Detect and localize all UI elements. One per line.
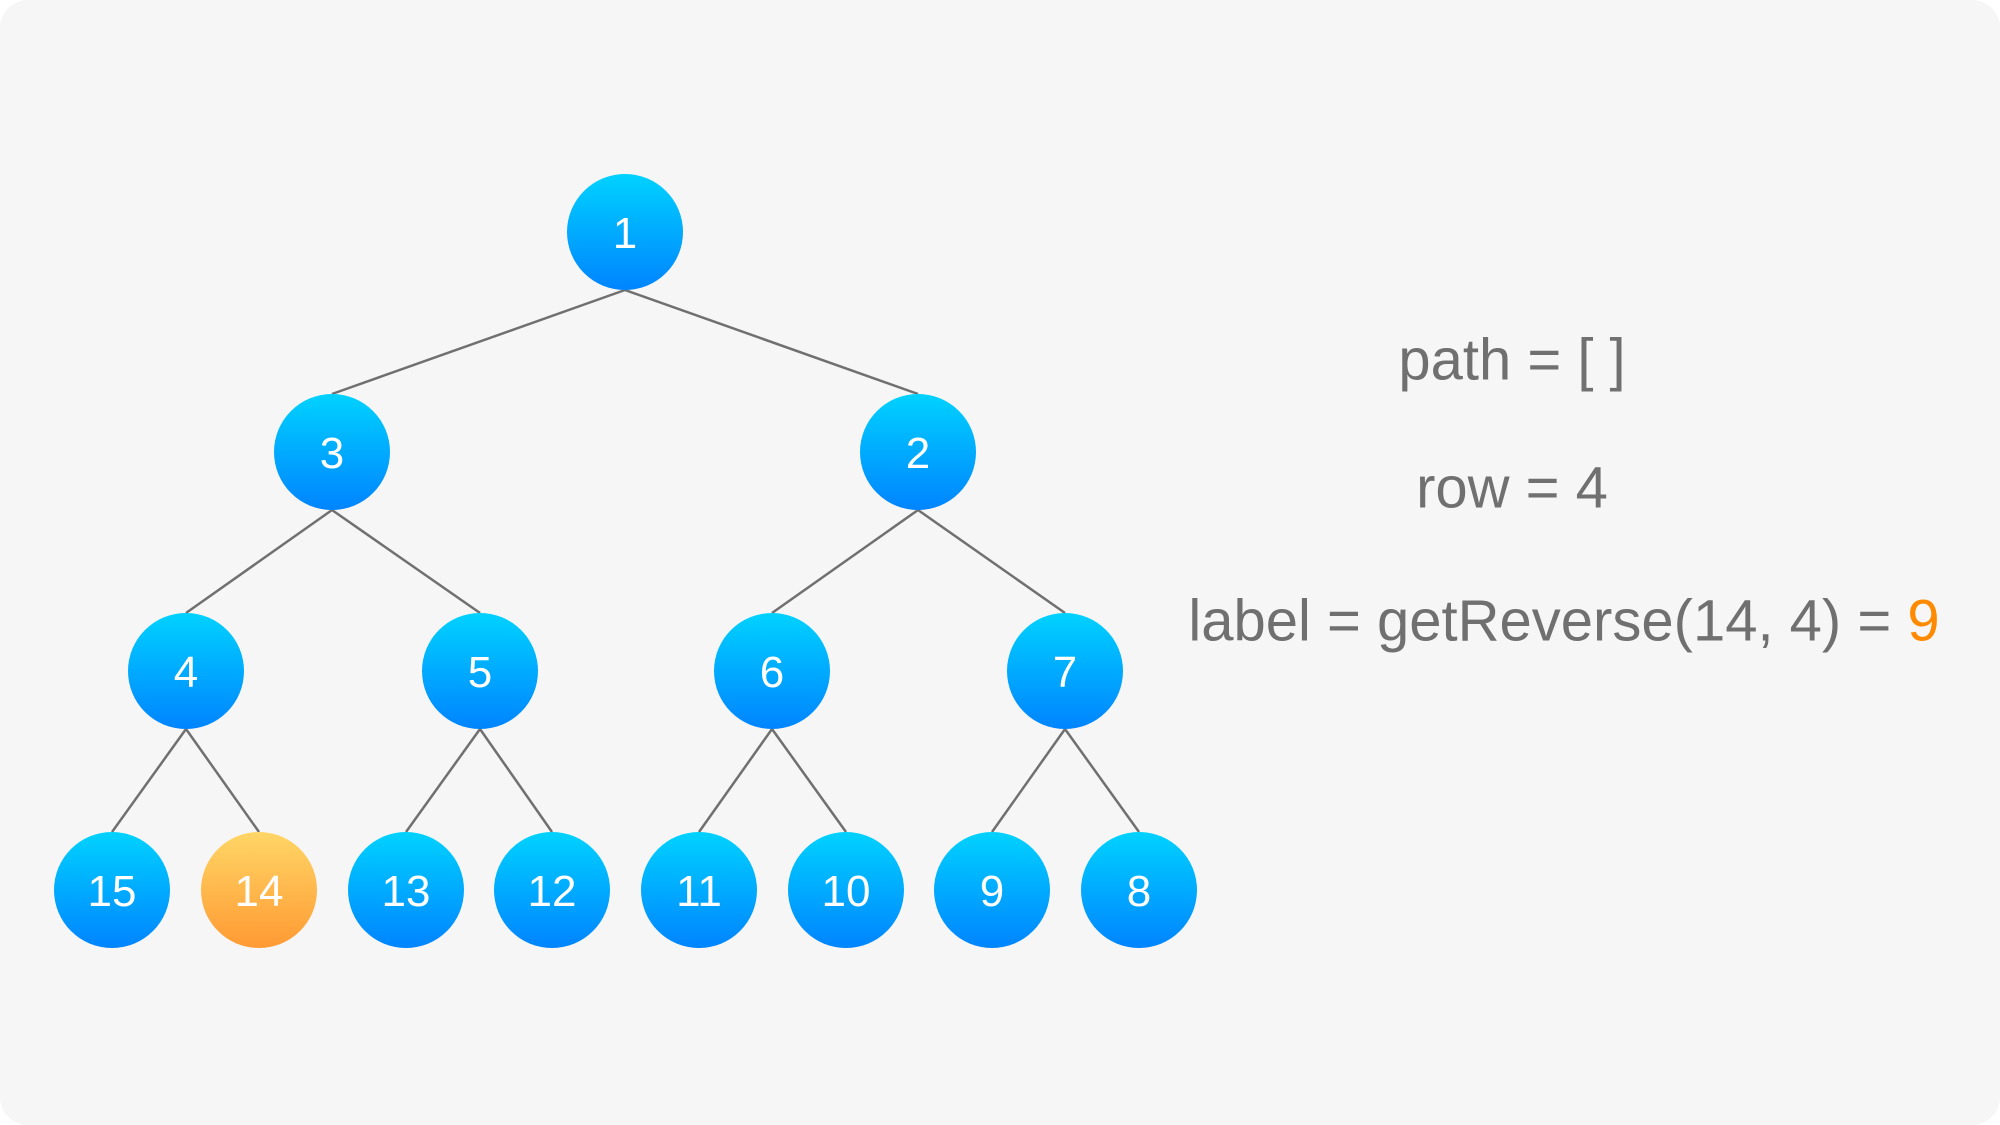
tree-node-6: 6 <box>714 613 830 729</box>
node-label: 3 <box>320 429 344 478</box>
node-label: 4 <box>174 648 198 697</box>
edge-2-6 <box>771 508 919 615</box>
node-label: 5 <box>468 648 492 697</box>
tree-node-3: 3 <box>274 394 390 510</box>
node-label: 9 <box>980 867 1004 916</box>
node-label: 11 <box>676 867 722 916</box>
edge-3-5 <box>331 508 481 615</box>
edge-2-7 <box>917 508 1066 615</box>
node-label: 15 <box>88 867 137 916</box>
node-label: 2 <box>906 429 930 478</box>
node-circle <box>567 174 683 290</box>
node-circle <box>128 613 244 729</box>
edge-1-2 <box>624 288 919 396</box>
tree-node-4: 4 <box>128 613 244 729</box>
node-label: 14 <box>235 867 284 916</box>
tree-node-14: 14 <box>201 832 317 948</box>
node-circle <box>201 832 317 948</box>
tree-node-15: 15 <box>54 832 170 948</box>
node-label: 6 <box>760 648 784 697</box>
node-label: 1 <box>613 209 637 258</box>
node-circle <box>860 394 976 510</box>
row-text: row = 4 <box>1416 455 1608 521</box>
node-label: 7 <box>1053 648 1077 697</box>
tree-node-13: 13 <box>348 832 464 948</box>
path-text: path = [ ] <box>1398 327 1626 393</box>
node-circle <box>274 394 390 510</box>
node-circle <box>1007 613 1123 729</box>
node-label: 8 <box>1127 867 1151 916</box>
label-expression: label = getReverse(14, 4) = <box>1188 588 1908 654</box>
label-result: 9 <box>1907 588 1940 654</box>
tree-node-11: 11 <box>641 832 757 948</box>
tree-node-12: 12 <box>494 832 610 948</box>
tree-node-1: 1 <box>567 174 683 290</box>
tree-node-2: 2 <box>860 394 976 510</box>
node-label: 13 <box>382 867 431 916</box>
label-text: label = getReverse(14, 4) = 9 <box>1188 588 1939 655</box>
edge-5-12 <box>478 728 554 833</box>
tree-node-10: 10 <box>788 832 904 948</box>
edge-6-10 <box>770 728 848 833</box>
node-circle <box>348 832 464 948</box>
edge-3-4 <box>185 508 333 615</box>
edge-4-15 <box>110 728 188 833</box>
tree-node-5: 5 <box>422 613 538 729</box>
edge-6-11 <box>697 728 774 833</box>
edge-5-13 <box>404 728 482 833</box>
node-circle <box>641 832 757 948</box>
edge-1-3 <box>331 288 626 396</box>
tree-node-8: 8 <box>1081 832 1197 948</box>
edge-4-14 <box>184 728 261 833</box>
edge-7-8 <box>1063 728 1141 833</box>
tree-node-9: 9 <box>934 832 1050 948</box>
node-circle <box>494 832 610 948</box>
tree-node-7: 7 <box>1007 613 1123 729</box>
node-circle <box>934 832 1050 948</box>
node-circle <box>788 832 904 948</box>
node-circle <box>54 832 170 948</box>
node-circle <box>422 613 538 729</box>
node-label: 12 <box>528 867 577 916</box>
edge-7-9 <box>990 728 1067 833</box>
node-circle <box>1081 832 1197 948</box>
node-label: 10 <box>822 867 871 916</box>
node-circle <box>714 613 830 729</box>
